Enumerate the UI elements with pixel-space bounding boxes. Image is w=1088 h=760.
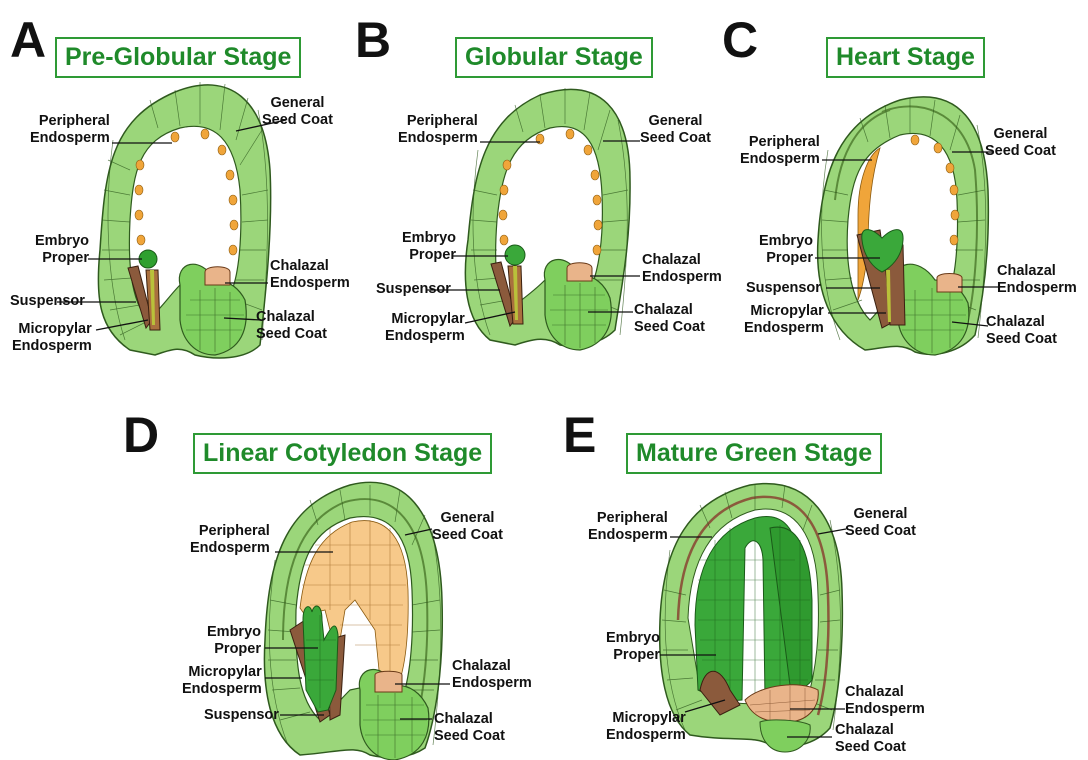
label-chalazal-seed-coat: Chalazal Seed Coat xyxy=(835,722,906,756)
label-embryo-proper: Embryo Proper xyxy=(606,630,660,664)
label-micropylar-endosperm: Micropylar Endosperm xyxy=(606,710,686,744)
label-peripheral-endosperm: Peripheral Endosperm xyxy=(588,510,668,544)
label-chalazal-endosperm: Chalazal Endosperm xyxy=(845,684,925,718)
label-general-seed-coat: General Seed Coat xyxy=(845,506,916,540)
